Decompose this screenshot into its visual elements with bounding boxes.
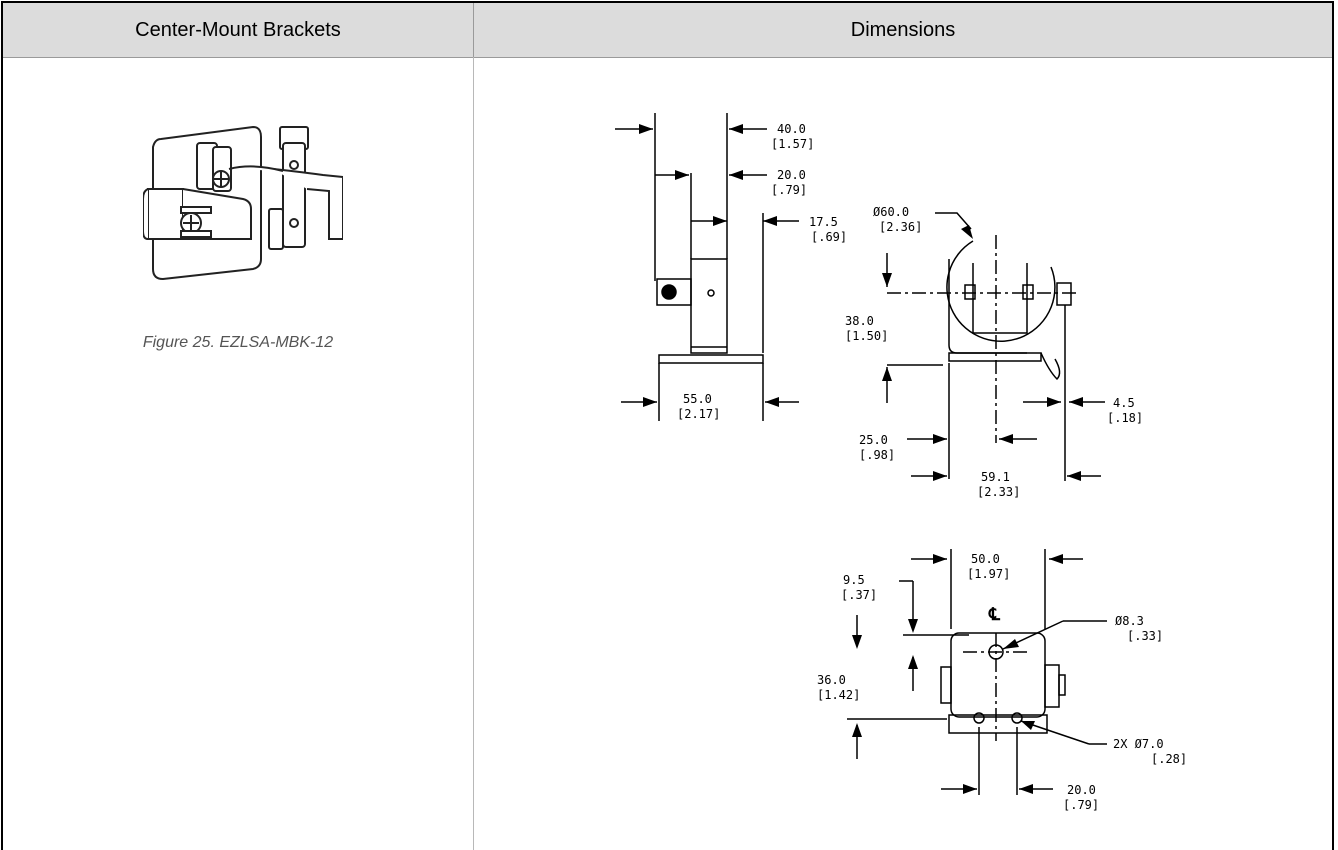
dim-4-5-in: [.18]: [1107, 411, 1143, 425]
dim-7-in: [.28]: [1151, 752, 1187, 766]
dim-60: Ø60.0: [873, 205, 909, 219]
dim-36-in: [1.42]: [817, 688, 860, 702]
dim-38-in: [1.50]: [845, 329, 888, 343]
dim-17-in: [.69]: [811, 230, 847, 244]
column-header-dimensions: Dimensions: [474, 3, 1332, 58]
dim-8-3: Ø8.3: [1115, 614, 1144, 628]
dim-8-3-in: [.33]: [1127, 629, 1163, 643]
figure-caption: Figure 25. EZLSA-MBK-12: [142, 334, 334, 351]
dim-20b: 20.0: [1067, 783, 1096, 797]
dim-20a: 20.0: [777, 168, 806, 182]
column-header-dimensions-label: Dimensions: [850, 18, 956, 41]
dim-55-in: [2.17]: [677, 407, 720, 421]
column-divider: [473, 57, 474, 850]
dim-25: 25.0: [859, 433, 888, 447]
dim-7: 2X Ø7.0: [1113, 737, 1164, 751]
dim-40: 40.0: [777, 122, 806, 136]
dim-20b-in: [.79]: [1063, 798, 1099, 812]
dim-25-in: [.98]: [859, 448, 895, 462]
dim-9-5-in: [.37]: [841, 588, 877, 602]
dim-55: 55.0: [683, 392, 712, 406]
dim-36: 36.0: [817, 673, 846, 687]
dim-50-in: [1.97]: [967, 567, 1010, 581]
dim-17: 17.5: [809, 215, 838, 229]
dim-20a-in: [.79]: [771, 183, 807, 197]
dim-40-in: [1.57]: [771, 137, 814, 151]
column-header-brackets: Center-Mount Brackets: [3, 3, 474, 58]
dim-4-5: 4.5: [1113, 396, 1135, 410]
column-header-brackets-label: Center-Mount Brackets: [135, 18, 341, 41]
dim-59-in: [2.33]: [977, 485, 1020, 499]
dim-38: 38.0: [845, 314, 874, 328]
centerline-symbol: ℄: [988, 605, 1001, 625]
dim-9-5: 9.5: [843, 573, 865, 587]
dim-59: 59.1: [981, 470, 1010, 484]
dimension-drawing: 40.0 [1.57] 20.0 [.79] 17.5 [.69] 55.0 […: [615, 113, 1187, 812]
bracket-illustration: [143, 125, 343, 281]
dim-60-in: [2.36]: [879, 220, 922, 234]
dim-50: 50.0: [971, 552, 1000, 566]
